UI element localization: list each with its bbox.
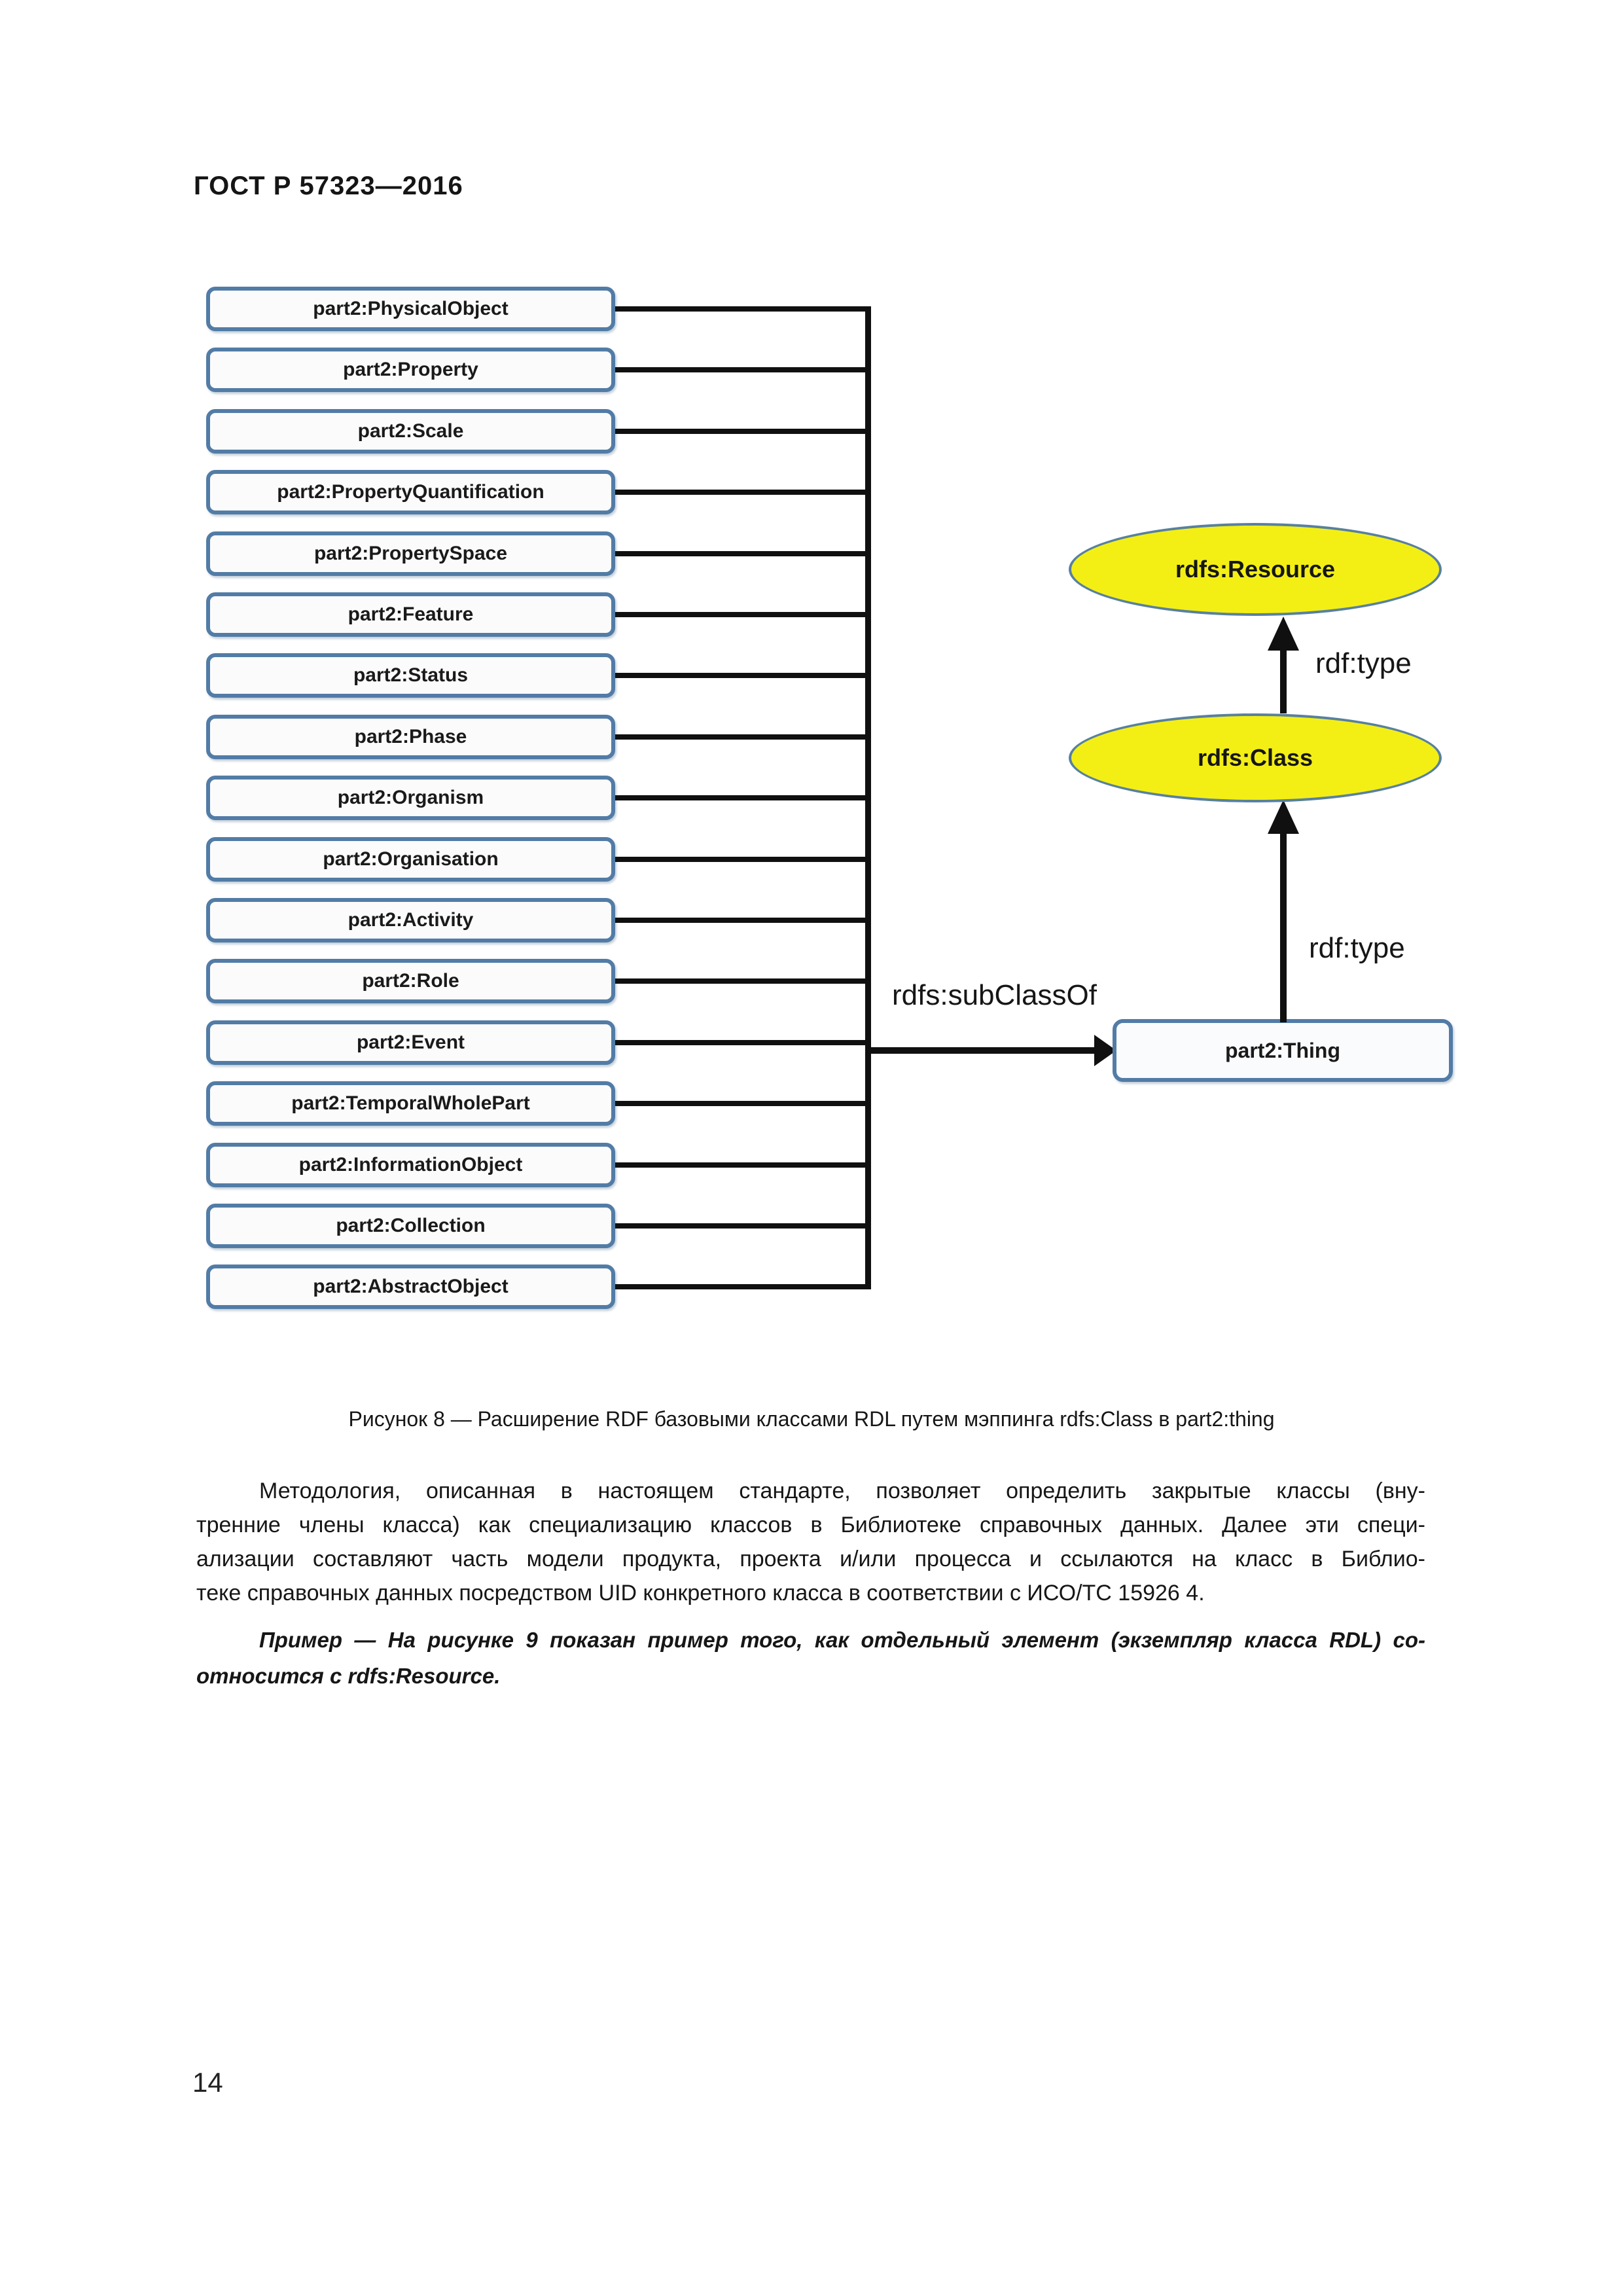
class-box-part2-phase: part2:Phase xyxy=(206,715,615,759)
connector-line xyxy=(615,857,871,862)
class-box-part2-informationobject: part2:InformationObject xyxy=(206,1143,615,1187)
subclassof-edge-label: rdfs:subClassOf xyxy=(892,979,1097,1011)
class-box-part2-activity: part2:Activity xyxy=(206,898,615,942)
rdftype-lower-edge-label: rdf:type xyxy=(1309,932,1405,964)
class-box-part2-collection: part2:Collection xyxy=(206,1204,615,1248)
paragraph-line: теке справочных данных посредством UID к… xyxy=(196,1581,1205,1605)
class-box-part2-property: part2:Property xyxy=(206,348,615,392)
connector-line xyxy=(615,612,871,617)
connector-line xyxy=(615,551,871,556)
class-box-part2-organism: part2:Organism xyxy=(206,776,615,820)
class-box-part2-organisation: part2:Organisation xyxy=(206,837,615,882)
page-number: 14 xyxy=(192,2067,223,2098)
rdftype-lower-arrow-line xyxy=(1280,831,1287,1022)
class-box-part2-role: part2:Role xyxy=(206,959,615,1003)
connector-line xyxy=(615,978,871,984)
connector-line xyxy=(615,1223,871,1229)
class-box-part2-status: part2:Status xyxy=(206,653,615,698)
connector-trunk-line xyxy=(865,306,871,1289)
rdfs-class-ellipse: rdfs:Class xyxy=(1069,713,1442,802)
class-box-part2-abstractobject: part2:AbstractObject xyxy=(206,1265,615,1309)
connector-line xyxy=(615,673,871,678)
connector-line xyxy=(615,795,871,800)
connector-line xyxy=(615,367,871,372)
page-header: ГОСТ Р 57323—2016 xyxy=(194,171,463,200)
body-paragraph: Методология, описанная в настоящем станд… xyxy=(196,1474,1425,1610)
connector-line xyxy=(615,306,871,312)
class-box-part2-temporalwholepart: part2:TemporalWholePart xyxy=(206,1081,615,1126)
connector-line xyxy=(615,1162,871,1168)
class-box-part2-propertyquantification: part2:PropertyQuantification xyxy=(206,470,615,514)
connector-line xyxy=(615,734,871,740)
connector-line xyxy=(615,918,871,923)
connector-line xyxy=(615,429,871,434)
paragraph-line: ализации составляют часть модели продукт… xyxy=(196,1547,1425,1571)
paragraph-line: тренние члены класса) как специализацию … xyxy=(196,1513,1425,1537)
connector-line xyxy=(615,1040,871,1045)
figure-caption: Рисунок 8 — Расширение RDF базовыми клас… xyxy=(348,1407,1275,1431)
class-box-part2-scale: part2:Scale xyxy=(206,409,615,454)
rdfs-resource-ellipse: rdfs:Resource xyxy=(1069,523,1442,616)
rdftype-upper-edge-label: rdf:type xyxy=(1315,647,1412,679)
class-box-part2-propertyspace: part2:PropertySpace xyxy=(206,531,615,576)
connector-line xyxy=(615,490,871,495)
example-line: относится с rdfs:Resource. xyxy=(196,1664,501,1688)
example-paragraph: Пример — На рисунке 9 показан пример тог… xyxy=(196,1622,1425,1694)
subclassof-arrow-line xyxy=(865,1047,1097,1054)
example-line: Пример — На рисунке 9 показан пример тог… xyxy=(259,1628,1425,1652)
connector-line xyxy=(615,1101,871,1106)
part2-thing-box: part2:Thing xyxy=(1113,1019,1453,1082)
paragraph-line: Методология, описанная в настоящем станд… xyxy=(259,1479,1425,1503)
rdftype-upper-arrowhead-icon xyxy=(1268,617,1299,651)
class-box-part2-feature: part2:Feature xyxy=(206,592,615,637)
connector-line xyxy=(615,1284,871,1289)
rdftype-lower-arrowhead-icon xyxy=(1268,800,1299,834)
class-box-part2-physicalobject: part2:PhysicalObject xyxy=(206,287,615,331)
figure-8-diagram: part2:PhysicalObject part2:Property part2:… xyxy=(206,287,1453,1309)
class-box-part2-event: part2:Event xyxy=(206,1020,615,1065)
rdftype-upper-arrow-line xyxy=(1280,648,1287,713)
